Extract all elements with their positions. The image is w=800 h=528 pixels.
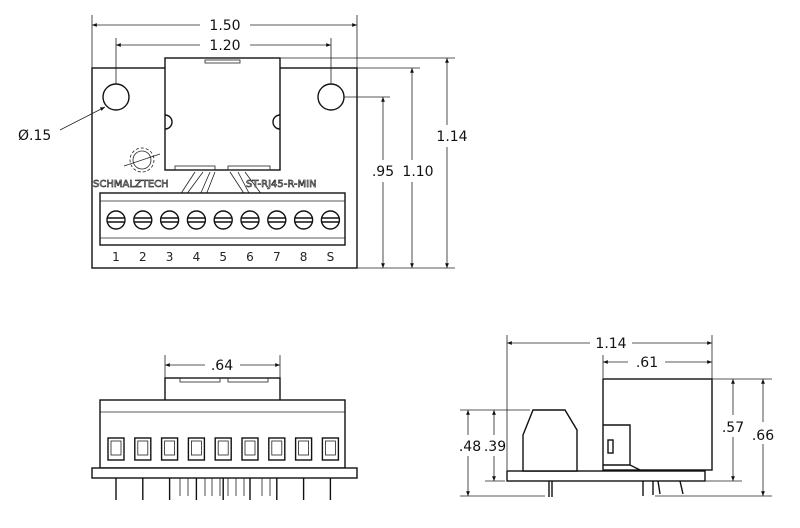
front-view: .64 — [91, 355, 358, 500]
terminal-labels: 1 2 3 4 5 6 7 8 S — [112, 250, 334, 264]
terminal-block-top — [99, 192, 346, 246]
terminal-slot — [160, 437, 179, 461]
terminal-slot — [214, 437, 232, 461]
terminal-slot — [134, 437, 152, 461]
dim-hole-spacing: 1.20 — [209, 38, 240, 54]
dim-connector-height: .57 — [722, 420, 744, 436]
terminal-label: 7 — [273, 250, 281, 264]
side-view: 1.14 .61 .48 .39 .57 .66 — [459, 335, 774, 497]
pcb-edge — [91, 467, 358, 479]
terminal-label: 3 — [166, 250, 174, 264]
terminal-label: 8 — [300, 250, 308, 264]
terminal-screw-icon — [106, 210, 126, 230]
dim-overall-height-side: .66 — [752, 428, 774, 444]
terminal-screw-icon — [213, 210, 233, 230]
terminal-block-side — [522, 409, 578, 472]
logo-icon — [123, 147, 161, 173]
terminal-screw-icon — [133, 210, 153, 230]
brand-label: SCHMALZTECH — [93, 179, 169, 190]
terminal-label: 2 — [139, 250, 147, 264]
terminal-screw-icon — [186, 210, 207, 230]
terminal-slot — [268, 437, 286, 461]
terminal-label: S — [327, 250, 335, 264]
terminal-slot — [187, 437, 206, 461]
dim-overall-width: 1.50 — [209, 18, 240, 34]
terminal-label: 1 — [112, 250, 120, 264]
dim-overall-length: 1.14 — [595, 336, 626, 352]
dim-overall-height: 1.14 — [436, 129, 467, 145]
dim-board-height: 1.10 — [402, 164, 433, 180]
dim-hole-diameter: Ø.15 — [18, 128, 51, 144]
dim-connector-width: .64 — [211, 358, 233, 374]
top-view: SCHMALZTECH ST-RJ45-R-MIN 1 2 3 4 5 6 7 8 S 1.50… — [18, 15, 468, 269]
terminal-screw-icon — [267, 210, 287, 230]
terminal-label: 6 — [246, 250, 254, 264]
dim-terminal-height: .39 — [484, 439, 506, 455]
rj45-jack-top — [164, 57, 281, 196]
terminal-screw-icon — [293, 210, 314, 230]
terminal-screw-icon — [320, 210, 341, 230]
terminal-block-front — [99, 399, 346, 469]
part-number-label: ST-RJ45-R-MIN — [246, 179, 317, 190]
dim-connector-depth: .61 — [636, 355, 658, 371]
terminal-label: 5 — [219, 250, 227, 264]
terminal-slot — [294, 437, 313, 461]
pcb-side — [506, 470, 706, 482]
dim-hole-to-bottom: .95 — [372, 164, 394, 180]
terminal-slot — [107, 437, 125, 461]
terminal-screw-icon — [159, 210, 180, 230]
terminal-slot — [321, 437, 340, 461]
terminal-label: 4 — [193, 250, 201, 264]
dim-terminal-height-total: .48 — [459, 439, 481, 455]
terminal-slot — [241, 437, 259, 461]
terminal-screw-icon — [240, 210, 260, 230]
